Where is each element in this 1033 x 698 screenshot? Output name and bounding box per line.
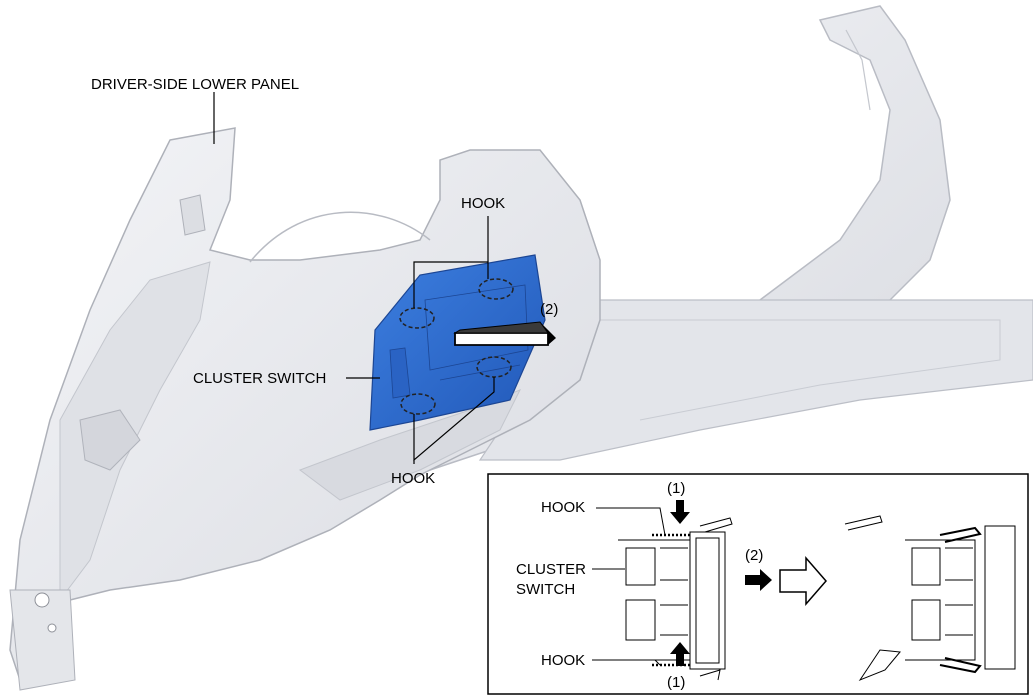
inset-label-cluster: CLUSTER (516, 561, 587, 578)
removal-arrow (453, 321, 556, 346)
inset-label-step-1-bottom: (1) (667, 674, 686, 691)
inset-label-step-1-top: (1) (667, 480, 686, 497)
slide-arrow (745, 569, 772, 591)
result-arrow (779, 555, 827, 607)
label-cluster-switch: CLUSTER SWITCH (193, 370, 327, 387)
inset-switch-before (618, 517, 733, 681)
detail-inset (487, 473, 1029, 695)
inset-label-switch: SWITCH (516, 581, 576, 598)
push-arrow-top (670, 500, 690, 524)
label-step-2: (2) (540, 301, 559, 318)
inset-leaders (592, 507, 666, 666)
inset-label-hook-bottom: HOOK (541, 652, 586, 669)
label-driver-side-lower-panel: DRIVER-SIDE LOWER PANEL (91, 76, 300, 93)
push-arrow-bottom (670, 642, 690, 666)
label-hook-bottom: HOOK (391, 470, 436, 487)
inset-switch-after (844, 515, 1016, 682)
inset-label-step-2: (2) (745, 547, 764, 564)
driver-side-lower-panel (9, 127, 601, 691)
leader-lines (213, 92, 495, 464)
label-hook-top: HOOK (461, 195, 506, 212)
inset-label-hook-top: HOOK (541, 499, 586, 516)
